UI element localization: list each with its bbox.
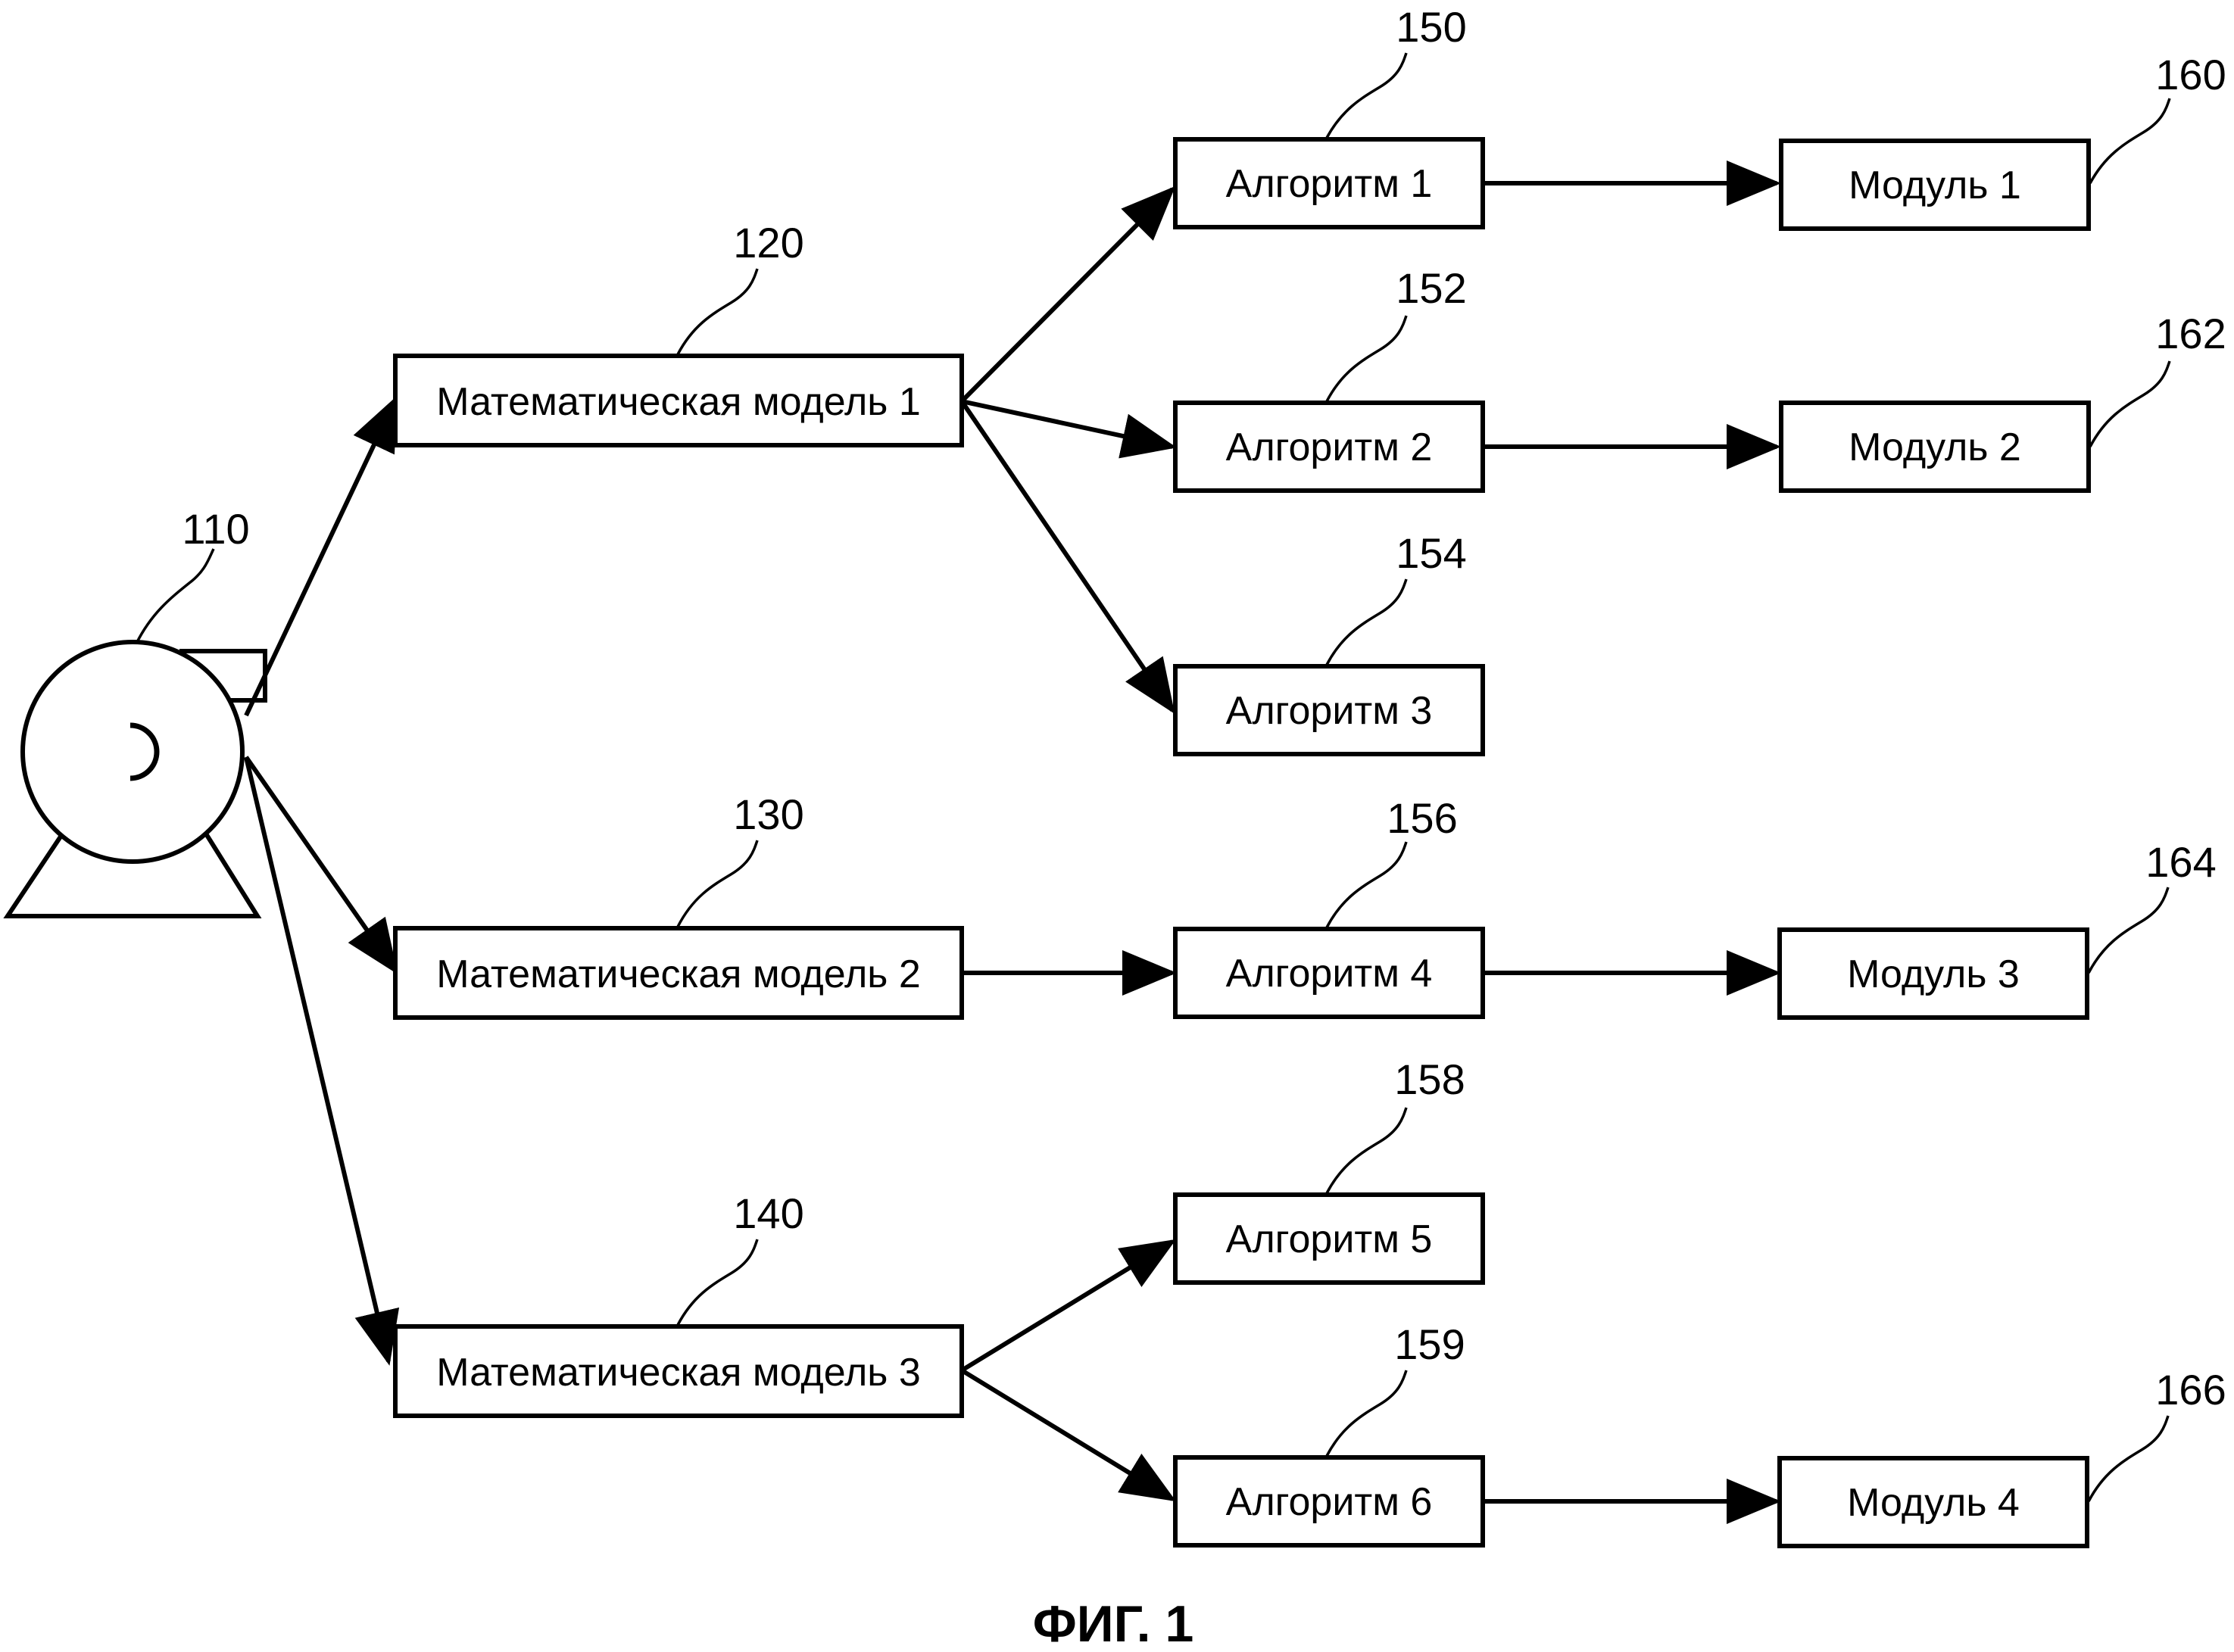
motor-icon: [3, 640, 267, 918]
module-label-1: Модуль 1: [1849, 164, 2021, 207]
leader-162: [2089, 360, 2171, 447]
module-box-4: Модуль 4: [1777, 1456, 2089, 1548]
leader-150: [1325, 52, 1408, 139]
connections: [244, 161, 1781, 1524]
ref-162: 162: [2155, 310, 2226, 357]
math-model-label-1: Математическая модель 1: [436, 380, 921, 424]
edge-motor-m2: [244, 756, 398, 974]
ref-150: 150: [1396, 3, 1466, 51]
leader-154: [1325, 578, 1408, 665]
edge-m1-a2: [961, 399, 1177, 459]
ref-154: 154: [1396, 529, 1466, 577]
algorithm-label-3: Алгоритм 3: [1226, 689, 1433, 733]
math-model-box-3: Математическая модель 3: [393, 1324, 964, 1418]
reference-numerals: 110 120 130 140 150 152 154 156 158 159 …: [135, 3, 2226, 1502]
algorithm-box-4: Алгоритм 4: [1173, 927, 1485, 1019]
algorithm-box-3: Алгоритм 3: [1173, 664, 1485, 756]
leader-164: [2087, 887, 2170, 974]
algorithm-box-5: Алгоритм 5: [1173, 1192, 1485, 1285]
module-box-1: Модуль 1: [1779, 139, 2091, 231]
leader-140: [676, 1239, 759, 1326]
leader-130: [676, 840, 759, 927]
module-label-4: Модуль 4: [1847, 1481, 2020, 1525]
algorithm-box-6: Алгоритм 6: [1173, 1455, 1485, 1548]
edge-motor-m3: [244, 756, 400, 1366]
edge-m3-a5: [960, 1239, 1177, 1373]
ref-158: 158: [1394, 1055, 1465, 1103]
module-box-2: Модуль 2: [1779, 401, 2091, 493]
module-label-3: Модуль 3: [1847, 952, 2020, 996]
leader-152: [1325, 315, 1408, 402]
leader-158: [1325, 1107, 1408, 1194]
ref-156: 156: [1387, 794, 1457, 842]
ref-110: 110: [182, 505, 249, 553]
ref-130: 130: [733, 790, 803, 838]
leader-159: [1325, 1370, 1408, 1457]
math-model-box-2: Математическая модель 2: [393, 926, 964, 1020]
module-box-3: Модуль 3: [1777, 927, 2089, 1020]
leader-160: [2089, 98, 2171, 184]
edge-m1-a1: [959, 185, 1176, 404]
ref-159: 159: [1394, 1320, 1465, 1368]
math-model-label-3: Математическая модель 3: [436, 1351, 921, 1395]
algorithm-label-1: Алгоритм 1: [1226, 162, 1433, 206]
ref-160: 160: [2155, 51, 2226, 98]
leader-166: [2087, 1415, 2170, 1502]
math-model-box-1: Математическая модель 1: [393, 354, 964, 447]
leader-156: [1325, 841, 1408, 928]
rotor-icon: [129, 722, 160, 781]
edge-m3-a6: [960, 1368, 1177, 1502]
ref-152: 152: [1396, 264, 1466, 312]
math-model-label-2: Математическая модель 2: [436, 952, 921, 996]
ref-140: 140: [733, 1189, 803, 1237]
leader-120: [676, 268, 759, 355]
algorithm-label-6: Алгоритм 6: [1226, 1480, 1433, 1524]
algorithm-label-2: Алгоритм 2: [1226, 425, 1433, 469]
module-label-2: Модуль 2: [1849, 425, 2021, 469]
edge-motor-m1: [244, 395, 398, 717]
ref-120: 120: [733, 219, 803, 267]
algorithm-label-5: Алгоритм 5: [1226, 1217, 1433, 1261]
ref-166: 166: [2155, 1366, 2226, 1414]
algorithm-box-2: Алгоритм 2: [1173, 401, 1485, 493]
algorithm-box-1: Алгоритм 1: [1173, 137, 1485, 229]
algorithm-label-4: Алгоритм 4: [1226, 952, 1433, 996]
leader-110: [135, 548, 215, 644]
figure-caption: ФИГ. 1: [1033, 1595, 1194, 1652]
ref-164: 164: [2145, 838, 2216, 886]
edge-m1-a3: [959, 400, 1175, 714]
